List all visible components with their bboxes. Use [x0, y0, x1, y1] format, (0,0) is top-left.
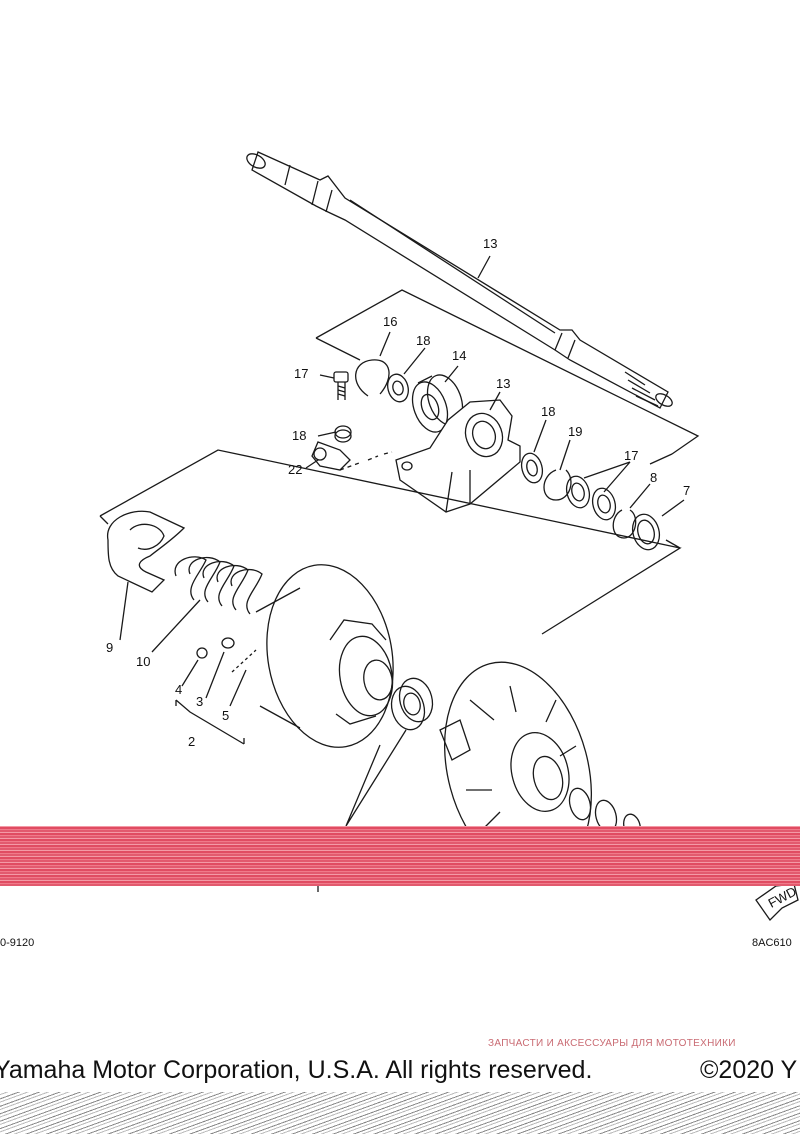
callout-22: 22	[288, 462, 302, 477]
nut-part-16	[334, 425, 352, 443]
bolt-part-15	[333, 371, 349, 400]
subassembly-outline-upper	[315, 289, 700, 465]
scan-artifact-bottom	[0, 1092, 800, 1134]
callout-4: 4	[175, 682, 182, 697]
callout-16: 18	[292, 428, 306, 443]
circlip-part-19	[543, 469, 572, 501]
callout-11: 13	[483, 236, 497, 251]
callout-14: 16	[383, 314, 397, 329]
cam-part-9	[107, 510, 186, 593]
nut-part-3	[221, 637, 235, 649]
scan-noise-band	[0, 826, 800, 886]
screw-part-4	[196, 647, 208, 659]
callout-5: 5	[222, 708, 229, 723]
callout-9: 9	[106, 640, 113, 655]
copyright-text: Yamaha Motor Corporation, U.S.A. All rig…	[0, 1056, 593, 1084]
leader-lines	[119, 255, 685, 827]
callout-8: 8	[650, 470, 657, 485]
bushing	[390, 677, 434, 731]
circlip-part-14	[355, 359, 390, 397]
callout-19: 19	[568, 424, 582, 439]
spacer-part-17	[565, 475, 617, 521]
clamp-part-22	[311, 441, 351, 471]
washer-part-7	[631, 513, 661, 551]
callout-7: 7	[683, 483, 690, 498]
washer-part-8	[612, 509, 637, 539]
copyright-year: ©2020 Y	[700, 1056, 798, 1084]
callout-18: 18	[416, 333, 430, 348]
washer-part-18-upper	[387, 373, 409, 403]
callout-12: 13	[496, 376, 510, 391]
spring-part-10	[174, 556, 263, 615]
callout-10: 10	[136, 654, 150, 669]
callout-17: 17	[624, 448, 638, 463]
callout-13: 14	[452, 348, 466, 363]
washer-part-18-right	[520, 452, 544, 484]
callout-2: 2	[188, 734, 195, 749]
bearing-housing-part-12	[395, 399, 521, 513]
subassembly-outline-lower	[99, 449, 682, 635]
leader-part-5	[231, 649, 257, 673]
callout-18b: 18	[541, 404, 555, 419]
fwd-arrow-icon	[755, 883, 799, 922]
right-code: 8AC610	[752, 937, 792, 949]
watermark-text: ЗАПЧАСТИ И АКСЕССУАРЫ ДЛЯ МОТОТЕХНИКИ	[488, 1038, 736, 1049]
left-code: 0-9120	[0, 937, 35, 949]
bearing-part-13	[411, 374, 464, 433]
callout-3: 3	[196, 694, 203, 709]
shaft-part-11	[246, 151, 673, 409]
callout-labels: 13 16 18 14 13 17 18 22 18 19 17 8 7 9 1…	[106, 236, 799, 911]
callout-15: 17	[294, 366, 308, 381]
footer: Yamaha Motor Corporation, U.S.A. All rig…	[0, 1054, 800, 1090]
sheave-part-1	[255, 564, 394, 748]
